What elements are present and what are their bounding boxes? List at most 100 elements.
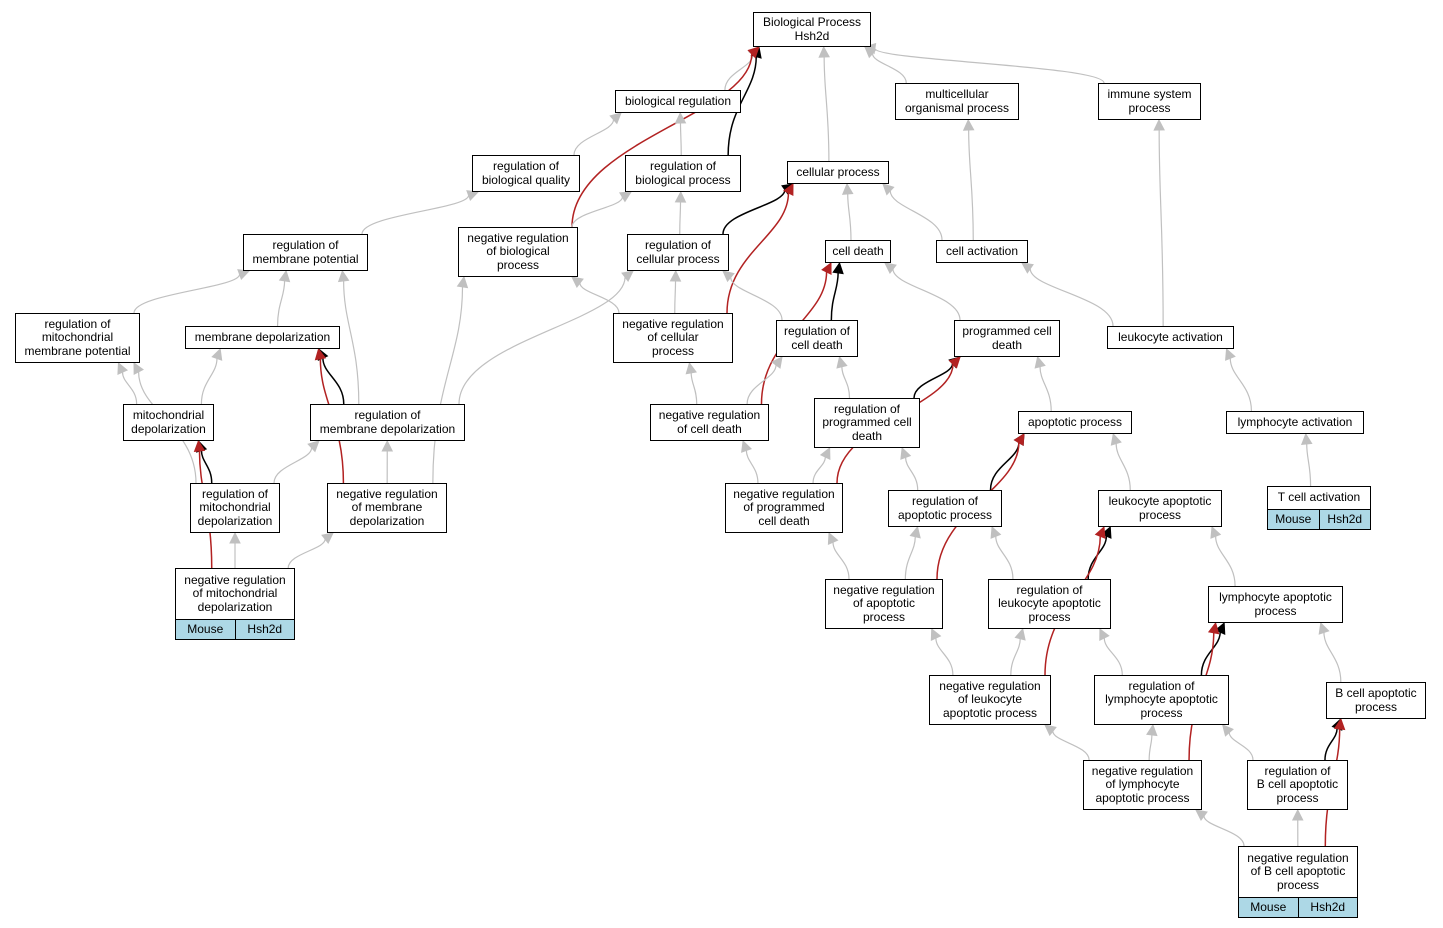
edge-line: [1200, 632, 1221, 676]
edge-arrowhead: [990, 525, 1002, 539]
edge-arrowhead: [1099, 627, 1110, 641]
term-node-breg[interactable]: biological regulation: [615, 90, 741, 113]
term-node-nrbp[interactable]: negative regulation of biological proces…: [458, 227, 578, 277]
term-node-rap[interactable]: regulation of apoptotic process: [888, 490, 1002, 527]
edge-is-a-lymap-to-lap: [1210, 525, 1236, 587]
term-node-bcap[interactable]: B cell apoptotic process: [1326, 682, 1426, 719]
term-node-ca[interactable]: cell activation: [936, 240, 1028, 263]
edge-arrowhead: [819, 446, 831, 460]
edge-arrowhead: [900, 446, 912, 460]
edge-line: [432, 286, 464, 484]
gene-tag: Hsh2d: [1318, 510, 1370, 529]
edge-arrowhead: [609, 112, 622, 125]
term-label: negative regulation of mitochondrial dep…: [184, 572, 286, 614]
edge-arrowhead: [1100, 525, 1112, 539]
edge-line: [724, 54, 754, 91]
edge-line: [1203, 815, 1245, 847]
term-node-rcp[interactable]: regulation of cellular process: [627, 234, 729, 271]
term-node-pcd[interactable]: programmed cell death: [954, 320, 1060, 357]
edge-line: [133, 274, 241, 314]
term-node-nrpcd[interactable]: negative regulation of programmed cell d…: [725, 483, 843, 533]
term-node-nrlap[interactable]: negative regulation of leukocyte apoptot…: [929, 675, 1051, 725]
edge-is-a-nrap-to-rap: [904, 525, 921, 580]
edge-is-a-ca-to-mop: [962, 118, 975, 241]
edge-arrowhead: [1291, 808, 1304, 821]
edge-line: [322, 358, 345, 405]
term-label: regulation of biological process: [635, 159, 731, 187]
edge-is-a-nrlap-to-nrap: [930, 627, 954, 676]
edge-line: [121, 372, 138, 405]
term-node-bp[interactable]: Biological Process Hsh2d: [753, 12, 871, 47]
term-node-lymap[interactable]: lymphocyte apoptotic process: [1208, 586, 1343, 623]
term-node-isp[interactable]: immune system process: [1098, 83, 1201, 120]
edge-line: [892, 268, 961, 321]
term-node-nrlymap[interactable]: negative regulation of lymphocyte apopto…: [1083, 760, 1202, 810]
term-node-nrap[interactable]: negative regulation of apoptotic process: [825, 579, 943, 629]
edge-arrowhead: [1146, 723, 1158, 737]
term-node-mop[interactable]: multicellular organismal process: [895, 83, 1019, 120]
edge-arrowhead: [1225, 347, 1236, 361]
term-node-mitd[interactable]: mitochondrial depolarization: [123, 404, 214, 441]
term-node-nrmd[interactable]: negative regulation of membrane depolari…: [327, 483, 447, 533]
term-label: regulation of leukocyte apoptotic proces…: [998, 582, 1101, 624]
term-node-nrmitd[interactable]: negative regulation of mitochondrial dep…: [175, 568, 295, 640]
edge-line: [989, 442, 1020, 491]
edge-arrowhead: [674, 190, 687, 203]
term-node-rlymap[interactable]: regulation of lymphocyte apoptotic proce…: [1094, 675, 1229, 725]
term-label: cell activation: [945, 243, 1019, 258]
term-node-md[interactable]: membrane depolarization: [185, 326, 340, 349]
term-label: regulation of biological quality: [481, 159, 571, 187]
term-node-rmitp[interactable]: regulation of mitochondrial membrane pot…: [15, 313, 140, 363]
term-node-rbp[interactable]: regulation of biological process: [625, 155, 741, 192]
term-label: regulation of membrane depolarization: [319, 408, 456, 436]
term-node-rcd[interactable]: regulation of cell death: [776, 320, 858, 357]
term-label: lymphocyte activation: [1237, 414, 1353, 429]
term-node-rmitd[interactable]: regulation of mitochondrial depolarizati…: [190, 483, 280, 533]
term-node-la[interactable]: leukocyte activation: [1107, 326, 1234, 349]
term-node-nrbcap[interactable]: negative regulation of B cell apoptotic …: [1238, 846, 1358, 918]
edge-line: [874, 47, 1105, 84]
edge-regulates-rcd-to-cd: [830, 261, 844, 321]
edge-is-a-cp-to-bp: [818, 45, 830, 162]
term-node-cp[interactable]: cellular process: [787, 161, 889, 184]
term-node-ap[interactable]: apoptotic process: [1018, 411, 1132, 434]
term-node-rmp[interactable]: regulation of membrane potential: [243, 234, 368, 271]
edge-arrowhead: [619, 191, 632, 203]
edge-arrowhead: [1044, 724, 1057, 737]
edge-line: [276, 280, 286, 327]
edge-line: [832, 542, 850, 580]
edge-is-a-nrlap-to-rlap: [1010, 627, 1026, 676]
term-node-rbq[interactable]: regulation of biological quality: [472, 155, 580, 192]
edge-line: [1158, 129, 1164, 327]
term-node-nrcp[interactable]: negative regulation of cellular process: [613, 313, 733, 363]
edge-line: [1215, 536, 1236, 587]
term-label: Biological Process Hsh2d: [762, 15, 862, 43]
edge-is-a-nrbcap-to-rbcap: [1291, 808, 1304, 847]
edge-arrowhead: [1014, 627, 1026, 641]
edge-arrowhead: [821, 261, 832, 275]
edge-is-a-rlymap-to-rlap: [1099, 627, 1123, 676]
edge-arrowhead: [1333, 717, 1346, 731]
edge-is-a-lyma-to-la: [1225, 347, 1253, 412]
term-label: biological regulation: [624, 93, 732, 108]
term-label: regulation of cellular process: [636, 238, 720, 266]
term-node-rmd[interactable]: regulation of membrane depolarization: [310, 404, 465, 441]
edge-arrowhead: [621, 270, 634, 282]
edge-is-a-rbq-to-breg: [573, 112, 622, 156]
edge-is-a-cd-to-cp: [841, 182, 854, 241]
term-node-cd[interactable]: cell death: [825, 240, 891, 263]
term-node-nrcd[interactable]: negative regulation of cell death: [650, 404, 769, 441]
term-node-rbcap[interactable]: regulation of B cell apoptotic process: [1247, 760, 1348, 810]
edge-is-a-rlap-to-rap: [990, 525, 1014, 580]
edge-line: [1029, 268, 1114, 327]
term-node-lap[interactable]: leukocyte apoptotic process: [1098, 490, 1222, 527]
term-node-rlap[interactable]: regulation of leukocyte apoptotic proces…: [988, 579, 1111, 629]
edge-arrowhead: [669, 269, 682, 282]
edge-arrowhead: [685, 361, 697, 375]
term-node-lyma[interactable]: lymphocyte activation: [1226, 411, 1364, 434]
term-node-rpcd[interactable]: regulation of programmed cell death: [814, 398, 920, 448]
edge-is-a-la-to-isp: [1153, 118, 1165, 327]
edge-line: [847, 193, 852, 241]
